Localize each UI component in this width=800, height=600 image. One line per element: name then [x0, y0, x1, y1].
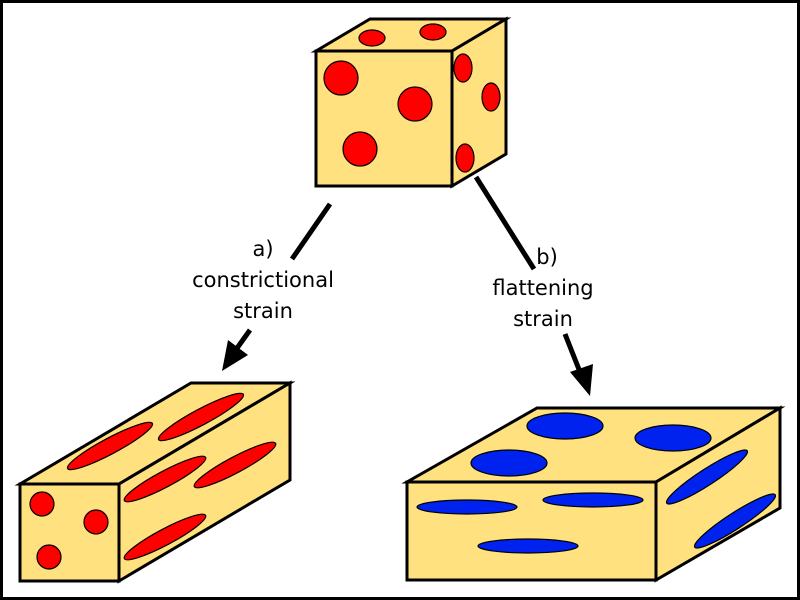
label-b-letter: b) — [536, 245, 558, 269]
blue-flat-marker — [665, 449, 749, 505]
blue-marker — [634, 424, 712, 452]
red-elongated-marker — [66, 421, 154, 471]
blue-flat-marker — [416, 499, 518, 515]
red-marker — [453, 53, 473, 83]
blue-flat-marker — [693, 493, 777, 549]
red-marker — [29, 491, 55, 517]
red-marker — [397, 86, 433, 122]
blue-flat-marker — [477, 538, 579, 554]
slab-right-face — [654, 405, 782, 583]
red-marker — [36, 544, 62, 570]
blue-flat-marker — [542, 492, 644, 508]
red-marker — [342, 131, 378, 167]
label-a-line1: constrictional — [192, 268, 334, 292]
red-elongated-marker — [123, 513, 207, 561]
arrow-a-upper-segment — [289, 202, 333, 261]
label-a-line2: strain — [233, 299, 293, 323]
red-elongated-marker — [157, 392, 245, 442]
blue-marker — [470, 449, 548, 477]
red-marker — [481, 82, 501, 112]
arrow-b-head — [570, 364, 593, 396]
label-b: b) flattening strain — [473, 242, 613, 335]
label-b-line2: strain — [513, 307, 573, 331]
red-marker — [83, 509, 109, 535]
red-marker — [323, 60, 359, 96]
red-marker — [455, 143, 475, 173]
label-b-line1: flattening — [492, 276, 594, 300]
red-elongated-marker — [193, 441, 277, 489]
red-marker — [419, 23, 447, 41]
label-a: a) constrictional strain — [178, 234, 348, 327]
red-elongated-marker — [123, 455, 207, 503]
red-marker — [358, 29, 386, 47]
arrow-a-head — [222, 340, 248, 371]
arrow-b-lower-segment — [562, 333, 583, 373]
label-a-letter: a) — [252, 237, 274, 261]
blue-marker — [526, 412, 604, 440]
arrow-b-upper-segment — [473, 175, 537, 271]
